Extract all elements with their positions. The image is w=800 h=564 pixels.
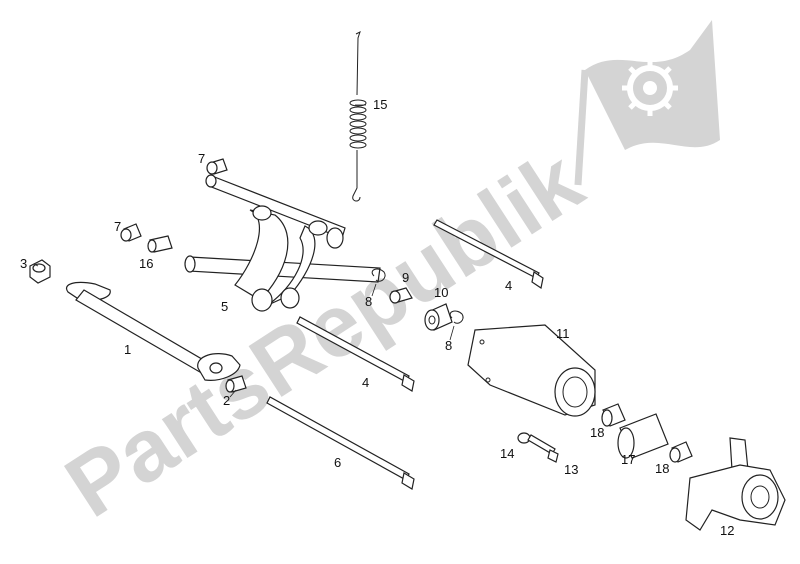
swing-arm-part-5 xyxy=(184,174,381,312)
label-part-7a: 7 xyxy=(198,151,205,166)
bush-part-7a xyxy=(206,158,228,175)
label-part-8b: 8 xyxy=(445,338,452,353)
label-part-11: 11 xyxy=(556,326,570,341)
label-part-18b: 18 xyxy=(655,461,669,476)
bearing-part-10 xyxy=(424,303,453,331)
label-part-8a: 8 xyxy=(365,294,372,309)
bolt-part-6 xyxy=(266,396,415,490)
label-part-4a: 4 xyxy=(505,278,512,293)
label-part-2: 2 xyxy=(223,393,230,408)
bush-part-18a xyxy=(601,403,626,427)
label-part-3: 3 xyxy=(20,256,27,271)
label-part-18a: 18 xyxy=(590,425,604,440)
label-part-7b: 7 xyxy=(114,219,121,234)
nut-part-3 xyxy=(29,259,51,284)
part-labels: 1 2 3 4 4 5 6 7 7 8 8 9 10 11 12 13 14 1… xyxy=(20,97,734,538)
label-part-1: 1 xyxy=(124,342,131,357)
bolt-part-4b xyxy=(296,316,415,392)
label-part-5: 5 xyxy=(221,299,228,314)
circlip-part-8a xyxy=(371,268,386,282)
gear-flag-icon xyxy=(574,20,720,186)
label-part-17: 17 xyxy=(621,452,635,467)
label-part-10: 10 xyxy=(434,285,448,300)
bush-part-18b xyxy=(669,441,693,463)
label-part-13: 13 xyxy=(564,462,578,477)
bush-part-7b xyxy=(120,223,142,242)
label-part-4b: 4 xyxy=(362,375,369,390)
label-part-12: 12 xyxy=(720,523,734,538)
pivot-rod-part-1 xyxy=(66,281,241,381)
label-part-6: 6 xyxy=(334,455,341,470)
bracket-part-12 xyxy=(685,437,786,531)
leader-lines xyxy=(33,104,455,398)
housing-part-11 xyxy=(467,324,596,417)
label-part-14: 14 xyxy=(500,446,514,461)
pin-part-2 xyxy=(225,375,247,393)
spring-part-15 xyxy=(349,31,367,202)
screw-part-13 xyxy=(527,434,559,463)
label-part-16: 16 xyxy=(139,256,153,271)
label-part-15: 15 xyxy=(373,97,387,112)
bolt-part-4a xyxy=(433,219,544,289)
label-part-9: 9 xyxy=(402,270,409,285)
bush-part-9 xyxy=(389,287,413,304)
circlip-part-8b xyxy=(449,310,464,324)
washer-part-14 xyxy=(517,432,531,444)
spacer-part-16 xyxy=(147,235,173,253)
sleeve-part-17 xyxy=(617,413,669,459)
